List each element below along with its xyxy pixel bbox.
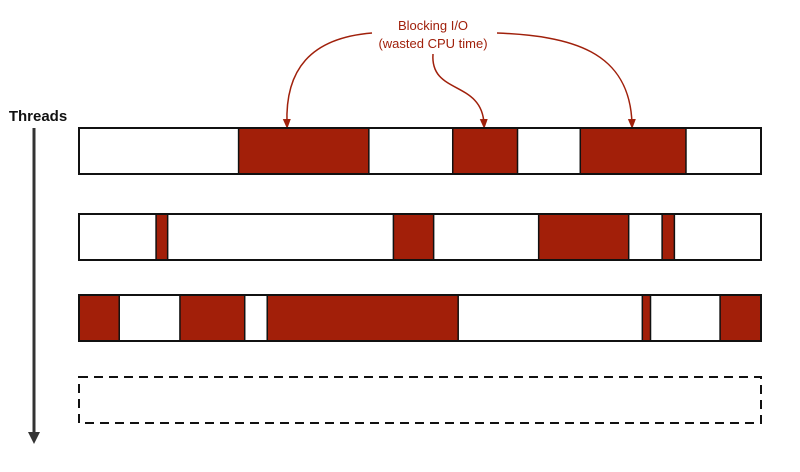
blocking-io-segment	[537, 213, 630, 261]
thread-bar-outline	[78, 376, 762, 424]
thread-bar-2	[78, 213, 762, 261]
annotation-arrow-right	[496, 32, 636, 129]
blocking-io-segment	[155, 213, 169, 261]
blocking-io-segment	[237, 127, 370, 175]
thread-bar-outline	[78, 294, 762, 342]
blocking-io-segment	[266, 294, 459, 342]
thread-bars	[78, 127, 762, 424]
blocking-io-segment	[641, 294, 652, 342]
axis-label-threads: Threads	[9, 108, 67, 125]
blocking-io-segment	[392, 213, 435, 261]
annotation-arrow-middle	[432, 53, 488, 129]
annotation-arrows	[282, 32, 636, 129]
blocking-io-segment	[579, 127, 687, 175]
blocking-io-segment	[719, 294, 762, 342]
annotation-arrow-left	[282, 32, 373, 129]
thread-bar-background	[79, 377, 761, 423]
thread-bar-4	[78, 376, 762, 424]
blocking-io-segment	[179, 294, 246, 342]
thread-bar-outline	[78, 127, 762, 175]
threads-axis-arrowhead	[28, 432, 40, 444]
thread-bar-3	[78, 294, 762, 342]
thread-bar-1	[78, 127, 762, 175]
blocking-io-segment	[451, 127, 519, 175]
annotation-line-2: (wasted CPU time)	[378, 36, 487, 51]
annotation-line-1: Blocking I/O	[398, 18, 468, 33]
blocking-io-segment	[78, 294, 120, 342]
thread-bar-outline	[78, 213, 762, 261]
blocking-io-segment	[661, 213, 676, 261]
